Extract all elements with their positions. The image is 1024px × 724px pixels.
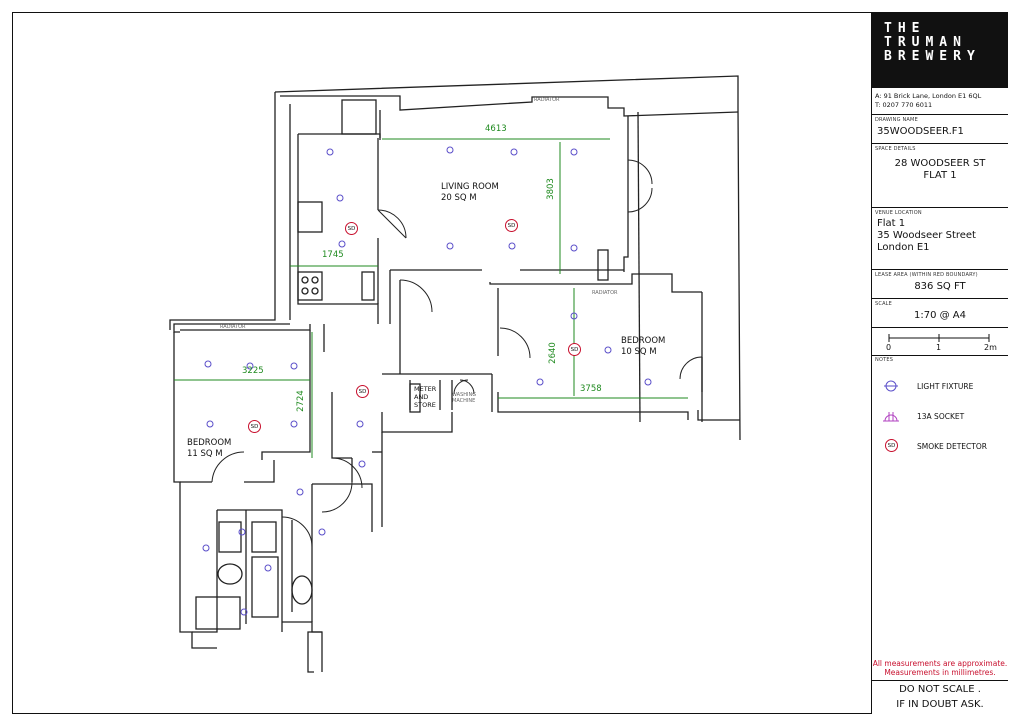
bedroom-1-label: BEDROOM 11 SQ M [187,438,231,460]
room-area: 20 SQ M [441,193,477,203]
dimension-label: 3225 [242,366,264,376]
room-name: BEDROOM [621,336,666,346]
dimension-label: 3758 [580,384,602,394]
scale-field: SCALE 1:70 @ A4 [872,299,1008,328]
scale-tick: 0 [886,343,892,352]
scale-bar-graphic [888,334,990,342]
smoke-detector-icon: SD [885,439,898,452]
meter-store-label: METER AND STORE [414,385,437,409]
washing-machine-label: WASHING MACHINE [452,392,477,404]
smoke-detector-icon: SD [356,385,369,398]
smoke-detector-icon: SD [248,420,261,433]
dimension-label: 1745 [322,250,344,260]
room-name: LIVING ROOM [441,182,499,192]
socket-icon [883,412,899,422]
address-text: A: 91 Brick Lane, London E1 6QL [875,92,982,100]
light-fixture-icon [884,380,898,392]
room-name: BEDROOM [187,438,232,448]
notes-section: NOTES LIGHT FIXTURE 13A SOCKET SD SMOKE … [872,356,1008,454]
space-details-value: 28 WOODSEER ST FLAT 1 [894,158,986,181]
scale-bar: 0 1 2m [872,328,1008,356]
scale-value: 1:70 @ A4 [913,310,967,321]
floor-plan-drawing [169,75,741,673]
bedroom-2-label: BEDROOM 10 SQ M [621,336,665,358]
dimension-label: 3803 [545,178,556,200]
do-not-scale-note: DO NOT SCALE . IF IN DOUBT ASK. [896,684,984,710]
legend-light: LIGHT FIXTURE [883,379,1005,393]
dimension-label: 4613 [485,124,507,134]
legend-socket: 13A SOCKET [883,409,1005,423]
smoke-detector-icon: SD [505,219,518,232]
brand-logo: THE TRUMAN BREWERY [872,12,1008,88]
contact-info: A: 91 Brick Lane, London E1 6QL T: 0207 … [872,88,1008,115]
room-area: 10 SQ M [621,347,657,357]
scale-tick: 2m [984,343,997,352]
venue-location-field: VENUE LOCATION Flat 1 35 Woodseer Street… [872,208,1008,270]
floor-plan: LIVING ROOM 20 SQ M BEDROOM 10 SQ M BEDR… [12,12,872,714]
dimension-label: 2640 [547,342,558,364]
dimension-label: 2724 [295,390,306,412]
venue-location-value: Flat 1 35 Woodseer Street London E1 [877,218,976,253]
legend-smoke: SD SMOKE DETECTOR [883,439,1005,453]
space-details-field: SPACE DETAILS 28 WOODSEER ST FLAT 1 [872,144,1008,208]
scale-tick: 1 [936,343,942,352]
phone-text: T: 0207 770 6011 [875,101,933,109]
room-area: 11 SQ M [187,449,223,459]
radiator-label: RADIATOR [220,324,246,330]
measurement-warning: All measurements are approximate. Measur… [872,659,1008,681]
radiator-label: RADIATOR [592,290,618,296]
living-room-label: LIVING ROOM 20 SQ M [441,182,499,204]
title-block: THE TRUMAN BREWERY A: 91 Brick Lane, Lon… [871,12,1008,714]
smoke-detector-icon: SD [345,222,358,235]
smoke-detector-icon: SD [568,343,581,356]
drawing-name-field: DRAWING NAME 35WOODSEER.F1 [872,115,1008,144]
drawing-name-value: 35WOODSEER.F1 [877,126,964,137]
radiator-label: RADIATOR [534,97,560,103]
lease-area-field: LEASE AREA (WITHIN RED BOUNDARY) 836 SQ … [872,270,1008,299]
lease-area-value: 836 SQ FT [914,281,966,292]
